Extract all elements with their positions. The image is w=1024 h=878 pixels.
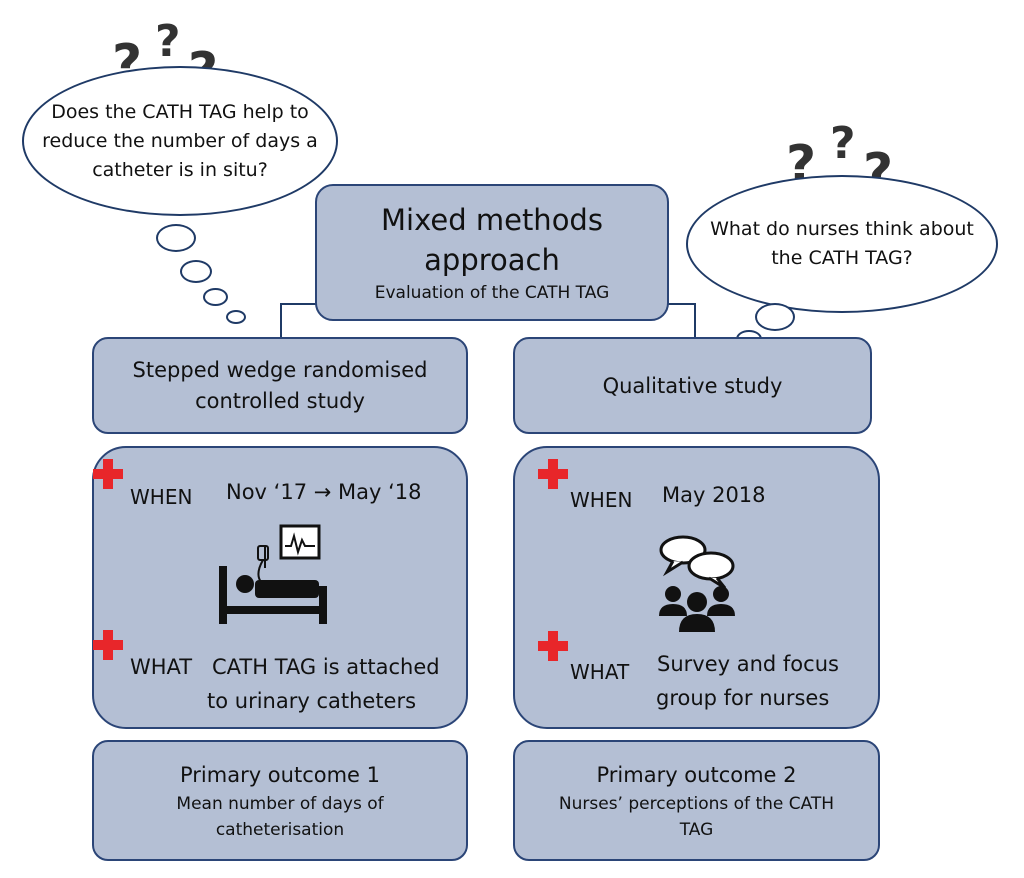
what-line: CATH TAG is attached	[212, 655, 440, 679]
red-cross-icon	[93, 630, 123, 660]
primary-outcome-2-box: Primary outcome 2 Nurses’ perceptions of…	[513, 740, 880, 861]
primary-outcome-1-box: Primary outcome 1 Mean number of days of…	[92, 740, 468, 861]
bed-frame	[219, 606, 327, 614]
speech-bubble-tail	[662, 560, 684, 577]
red-cross-icon	[538, 459, 568, 489]
iv-tube	[257, 559, 264, 583]
thought-trail-bubble	[203, 288, 228, 306]
when-value: Nov ‘17 → May ‘18	[226, 480, 422, 504]
person-head	[713, 586, 729, 602]
thought-bubble-left: Does the CATH TAG help to reduce the num…	[22, 66, 338, 216]
thought-trail-bubble	[755, 303, 795, 331]
monitor-frame	[279, 524, 321, 560]
outcome-line: Nurses’ perceptions of the CATH	[558, 793, 835, 814]
stepped-wedge-header: controlled study	[195, 388, 365, 413]
connector-line	[280, 303, 282, 338]
red-cross-icon	[93, 459, 123, 489]
stepped-wedge-box: Stepped wedge randomised controlled stud…	[92, 337, 468, 434]
when-value: May 2018	[662, 483, 766, 507]
thought-trail-bubble	[156, 224, 196, 252]
thought-left-line: Does the CATH TAG help to	[51, 100, 309, 123]
outcome-line: Mean number of days of	[176, 793, 384, 814]
what-label: WHAT	[570, 660, 630, 684]
what-line: group for nurses	[656, 686, 830, 710]
question-mark-icon: ?	[155, 16, 181, 67]
outcome-line: TAG	[679, 819, 714, 840]
person-body	[679, 614, 715, 632]
red-cross-icon	[538, 631, 568, 661]
outcome-title: Primary outcome 1	[179, 762, 381, 787]
thought-bubble-right: What do nurses think about the CATH TAG?	[686, 175, 998, 313]
monitor-heartbeat	[285, 532, 315, 556]
hospital-bed-monitor-icon	[219, 524, 327, 624]
when-label: WHEN	[570, 488, 633, 512]
right-detail-panel	[513, 446, 880, 729]
bed-footboard	[319, 586, 327, 624]
patient-body	[255, 580, 319, 598]
thought-left-line: reduce the number of days a	[42, 129, 318, 152]
mixed-methods-box: Mixed methods approach Evaluation of the…	[315, 184, 669, 321]
qualitative-study-header: Qualitative study	[602, 373, 783, 398]
bed-headboard	[219, 566, 227, 624]
speech-bubble	[687, 551, 735, 581]
mixed-methods-subtitle: Evaluation of the CATH TAG	[374, 282, 610, 303]
stepped-wedge-header: Stepped wedge randomised	[132, 357, 428, 382]
mixed-methods-title: Mixed methods	[381, 202, 603, 237]
what-line: to urinary catheters	[207, 689, 417, 713]
qualitative-study-box: Qualitative study	[513, 337, 872, 434]
person-head	[665, 586, 681, 602]
connector-line	[668, 303, 696, 305]
thought-right-line: the CATH TAG?	[771, 247, 913, 269]
person-body	[707, 604, 735, 616]
thought-trail-bubble	[180, 260, 212, 283]
outcome-title: Primary outcome 2	[596, 762, 797, 787]
what-line: Survey and focus	[657, 652, 839, 676]
iv-bag	[257, 545, 269, 561]
connector-line	[280, 303, 316, 305]
when-label: WHEN	[130, 485, 193, 509]
group-discussion-icon	[659, 535, 735, 632]
thought-right-line: What do nurses think about	[710, 218, 974, 240]
thought-trail-bubble	[226, 310, 246, 324]
mixed-methods-title: approach	[424, 242, 560, 277]
patient-head	[236, 575, 254, 593]
thought-left-line: catheter is in situ?	[92, 158, 268, 181]
outcome-line: catheterisation	[215, 819, 345, 840]
question-mark-icon: ?	[830, 118, 856, 169]
what-label: WHAT	[130, 655, 193, 679]
person-head	[687, 592, 707, 612]
connector-line	[694, 303, 696, 338]
person-body	[659, 604, 687, 616]
